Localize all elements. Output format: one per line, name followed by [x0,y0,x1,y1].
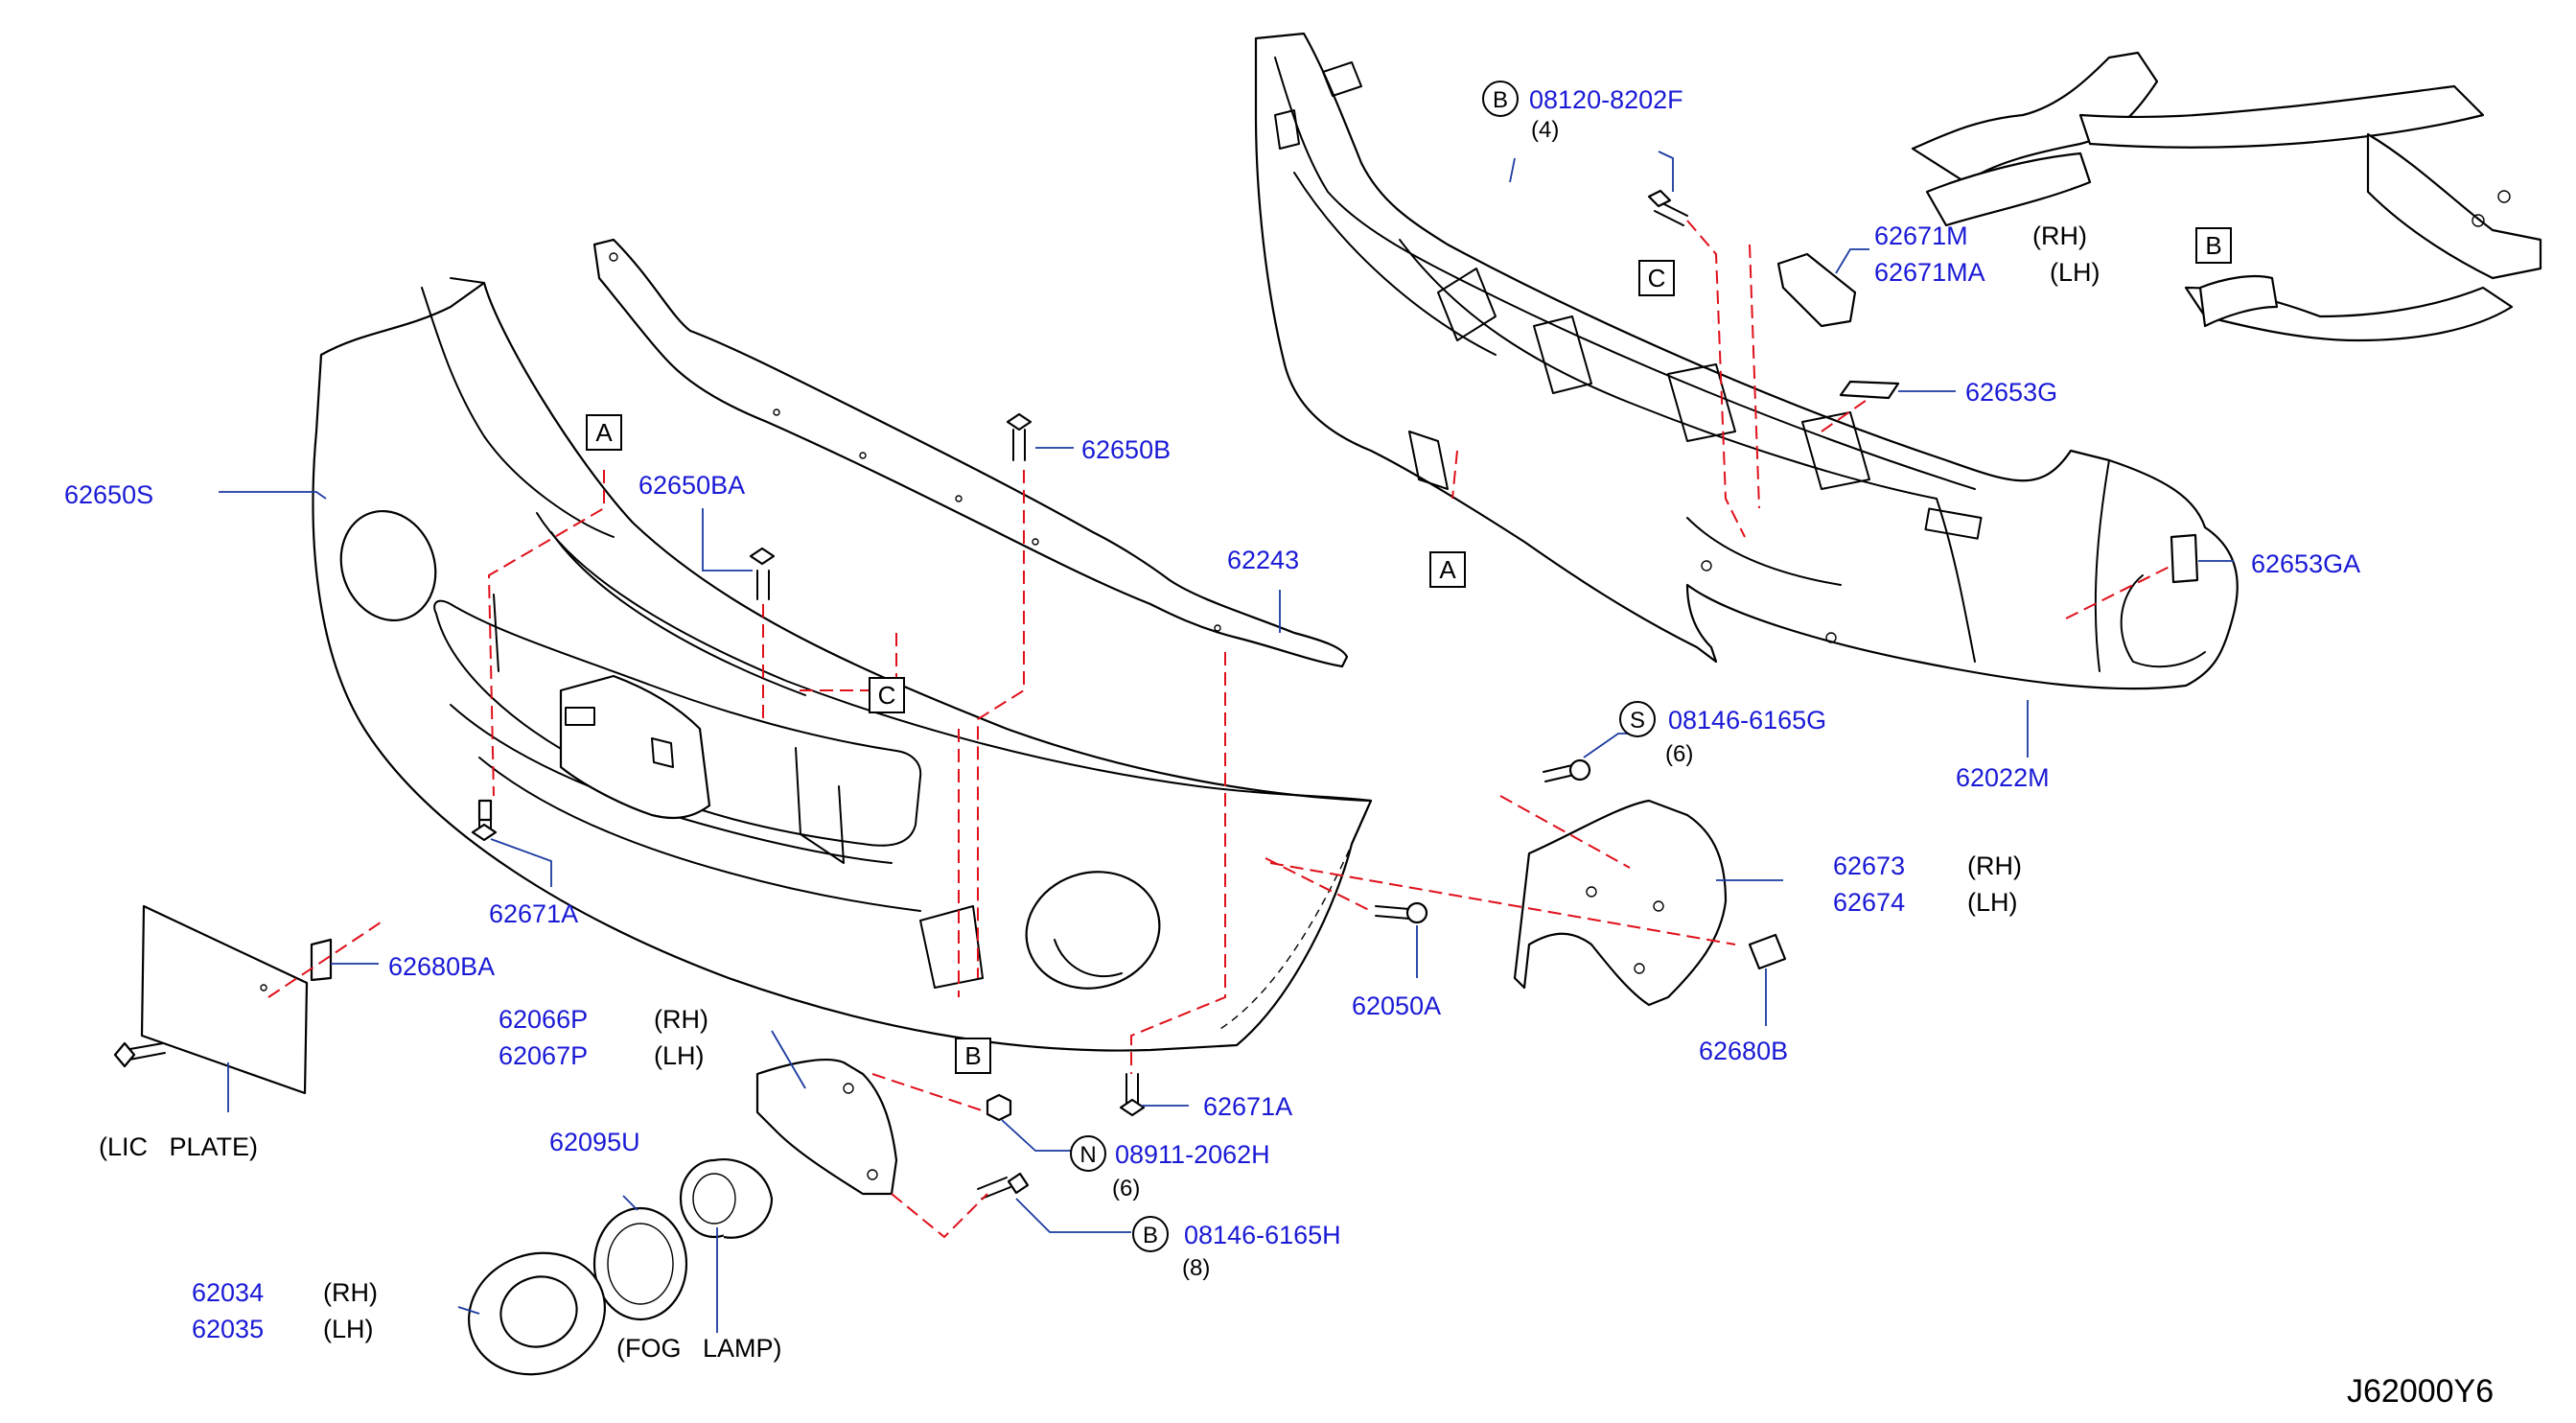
part-labels: 62650S 62650BA 62650B 62243 62671A 62680… [64,85,2494,1410]
svg-text:C: C [878,681,896,710]
reference-markers: A C B A C B [586,227,2232,1074]
part-08911-2062H[interactable]: 08911-2062H [1115,1140,1270,1169]
symbol-b: B [1143,1223,1158,1248]
part-62671MA[interactable]: 62671MA [1874,258,1985,287]
ref-box-a-right: A [1429,551,1466,588]
part-62066P[interactable]: 62066P [499,1005,588,1034]
ref-box-c-left: C [869,677,905,713]
ref-box-c-right: C [1638,260,1675,296]
label-lic-plate: (LIC PLATE) [99,1132,258,1161]
side-rh: (RH) [1967,851,2022,880]
leader-lines [219,151,2234,1333]
part-62067P[interactable]: 62067P [499,1041,588,1070]
part-62680B[interactable]: 62680B [1699,1037,1788,1065]
qty-08911: (6) [1112,1176,1140,1201]
part-62650S[interactable]: 62650S [64,480,153,509]
side-lh: (LH) [654,1041,705,1070]
svg-text:B: B [964,1041,981,1070]
symbol-n: N [1079,1142,1096,1168]
part-62650BA[interactable]: 62650BA [638,471,745,500]
side-lh: (LH) [323,1315,374,1343]
svg-text:A: A [1439,555,1456,584]
part-62650B[interactable]: 62650B [1081,435,1171,464]
side-rh: (RH) [654,1005,708,1034]
bumper-fascia-drawing [312,277,1373,1052]
part-62671A-right[interactable]: 62671A [1203,1092,1292,1121]
part-62653G[interactable]: 62653G [1965,378,2057,407]
label-fog-lamp: (FOG LAMP) [616,1334,782,1363]
part-08146-6165G[interactable]: 08146-6165G [1668,706,1826,735]
assembly-dashed-lines [267,220,2172,1239]
side-rh: (RH) [323,1278,378,1307]
side-lh: (LH) [2050,258,2100,287]
ref-box-a-left: A [586,414,622,451]
side-lh: (LH) [1967,888,2018,917]
part-62035[interactable]: 62035 [192,1315,264,1343]
part-62674[interactable]: 62674 [1833,888,1905,917]
part-62243[interactable]: 62243 [1227,546,1299,574]
part-62673[interactable]: 62673 [1833,851,1905,880]
qty-08146G: (6) [1665,741,1693,767]
ref-box-b-right: B [2195,227,2232,264]
part-62680BA[interactable]: 62680BA [388,952,495,981]
upper-retainer-62243-drawing [592,238,1349,668]
fastener-symbols: B S N B [1070,81,1656,1252]
part-62653GA[interactable]: 62653GA [2251,549,2360,578]
part-08146-6165H[interactable]: 08146-6165H [1184,1221,1341,1249]
symbol-s: S [1630,708,1645,734]
svg-text:C: C [1648,264,1666,292]
part-62050A[interactable]: 62050A [1352,991,1441,1020]
svg-text:B: B [2205,231,2221,260]
part-62671M[interactable]: 62671M [1874,222,1968,250]
side-rh: (RH) [2032,222,2087,250]
qty-08120: (4) [1531,117,1559,143]
small-parts-drawing [113,189,2199,1376]
part-62095U[interactable]: 62095U [549,1128,640,1156]
part-62022M[interactable]: 62022M [1956,763,2050,792]
part-62034[interactable]: 62034 [192,1278,264,1307]
part-08120-8202F[interactable]: 08120-8202F [1529,85,1683,114]
frame-drawing [1911,51,2542,342]
qty-08146H: (8) [1182,1255,1210,1281]
ref-box-b-left: B [955,1038,991,1074]
part-62671A-left[interactable]: 62671A [489,899,578,928]
drawing-code: J62000Y6 [2347,1373,2494,1410]
bumper-armature-drawing [1254,32,2239,690]
symbol-b: B [1493,87,1508,113]
svg-text:A: A [595,418,613,447]
